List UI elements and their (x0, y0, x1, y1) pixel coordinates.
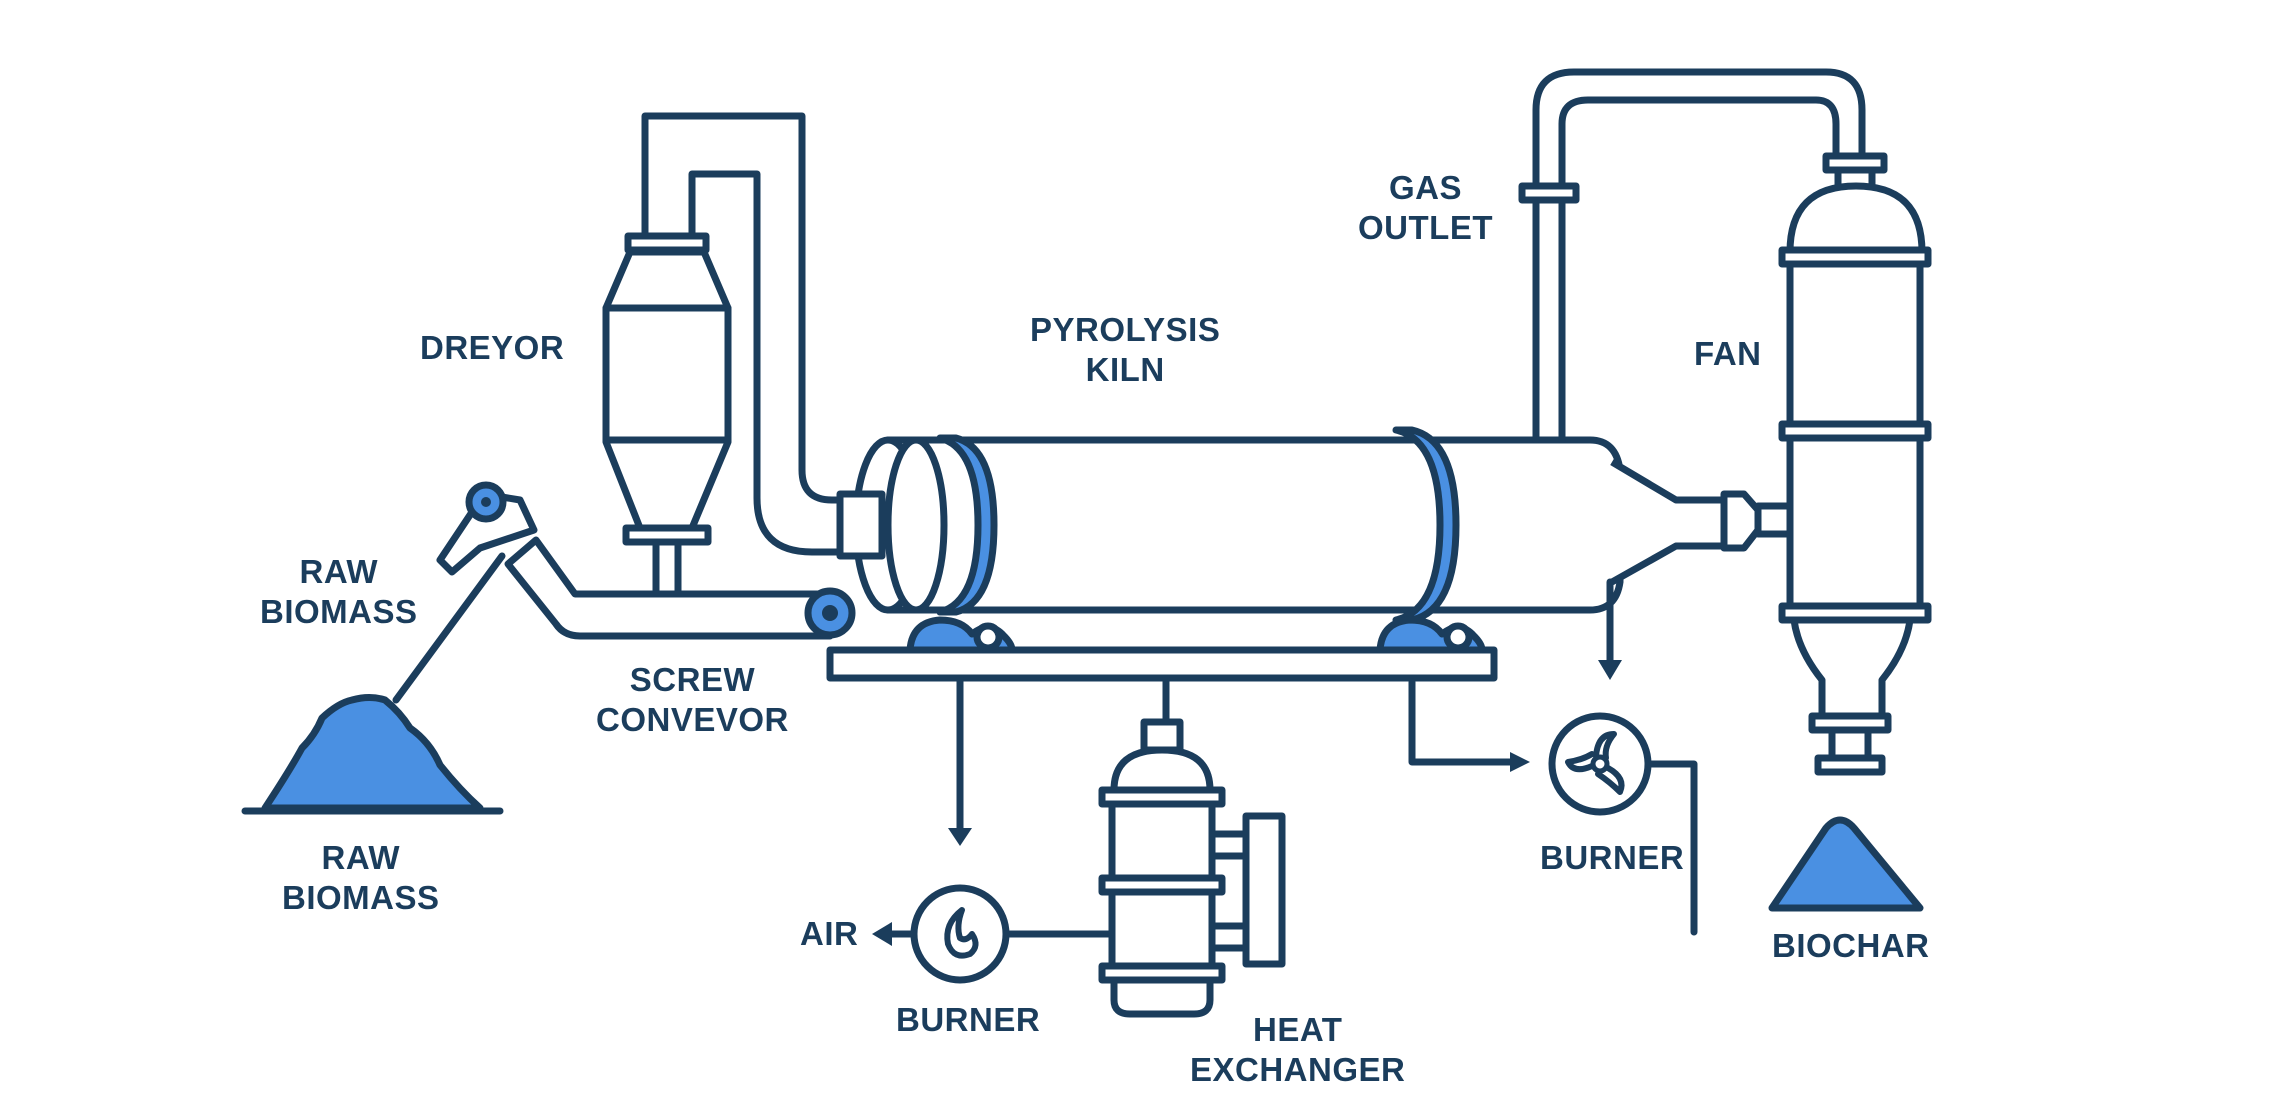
screw-conveyor (504, 536, 856, 640)
fan-vessel (1778, 182, 1932, 776)
dryer-duct (641, 112, 860, 556)
burner-right (1408, 678, 1698, 936)
dryer-vessel (602, 232, 732, 598)
label-fan: FAN (1694, 335, 1762, 372)
raw-biomass-pile (241, 694, 504, 815)
label-raw-biomass-pile: RAW BIOMASS (282, 839, 440, 916)
label-dryer: DREYOR (420, 329, 565, 366)
label-biochar: BIOCHAR (1772, 927, 1930, 964)
flame-icon (944, 907, 979, 959)
label-burner-left: BURNER (896, 1001, 1041, 1038)
label-heat-exchanger: HEAT EXCHANGER (1190, 1011, 1406, 1088)
burner-left (872, 884, 1116, 984)
label-raw-biomass-feed: RAW BIOMASS (260, 553, 418, 630)
label-air: AIR (800, 915, 859, 952)
label-gas-outlet: GAS OUTLET (1358, 169, 1493, 246)
kiln-base (826, 646, 1498, 846)
heat-exchanger (1098, 718, 1286, 1018)
biochar-pile (1768, 816, 1924, 912)
label-screw-conveyor: SCREW CONVEVOR (596, 661, 789, 738)
gas-outlet-pipe (1518, 68, 1888, 444)
label-burner-right: BURNER (1540, 839, 1685, 876)
pyrolysis-kiln (836, 426, 1796, 680)
feed-elevator (392, 481, 538, 704)
fan-impeller-icon (1565, 731, 1625, 795)
label-pyrolysis-kiln: PYROLYSIS KILN (1030, 311, 1221, 388)
